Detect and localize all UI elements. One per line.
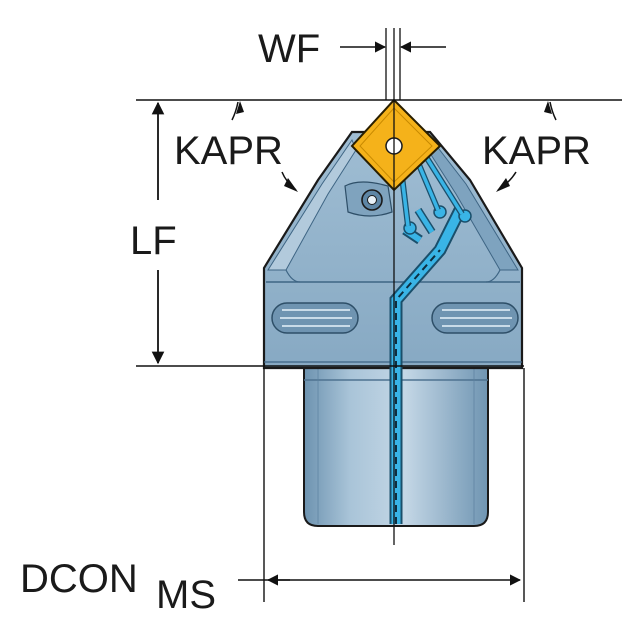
left-slot	[271, 302, 359, 334]
kapr-right-dimension: KAPR	[482, 101, 591, 192]
reference-lines	[136, 28, 622, 602]
lf-dimension: LF	[130, 101, 177, 365]
wf-dimension: WF	[258, 27, 446, 71]
kapr-left-dimension: KAPR	[174, 101, 298, 192]
dcon-sub-label: MS	[156, 573, 216, 617]
wf-label: WF	[258, 27, 320, 71]
right-slot	[431, 302, 519, 334]
kapr-left-label: KAPR	[174, 129, 283, 173]
dcon-label: DCON	[20, 557, 138, 601]
kapr-right-label: KAPR	[482, 129, 591, 173]
dcon-dimension: DCON MS	[20, 557, 522, 617]
lf-label: LF	[130, 219, 177, 263]
